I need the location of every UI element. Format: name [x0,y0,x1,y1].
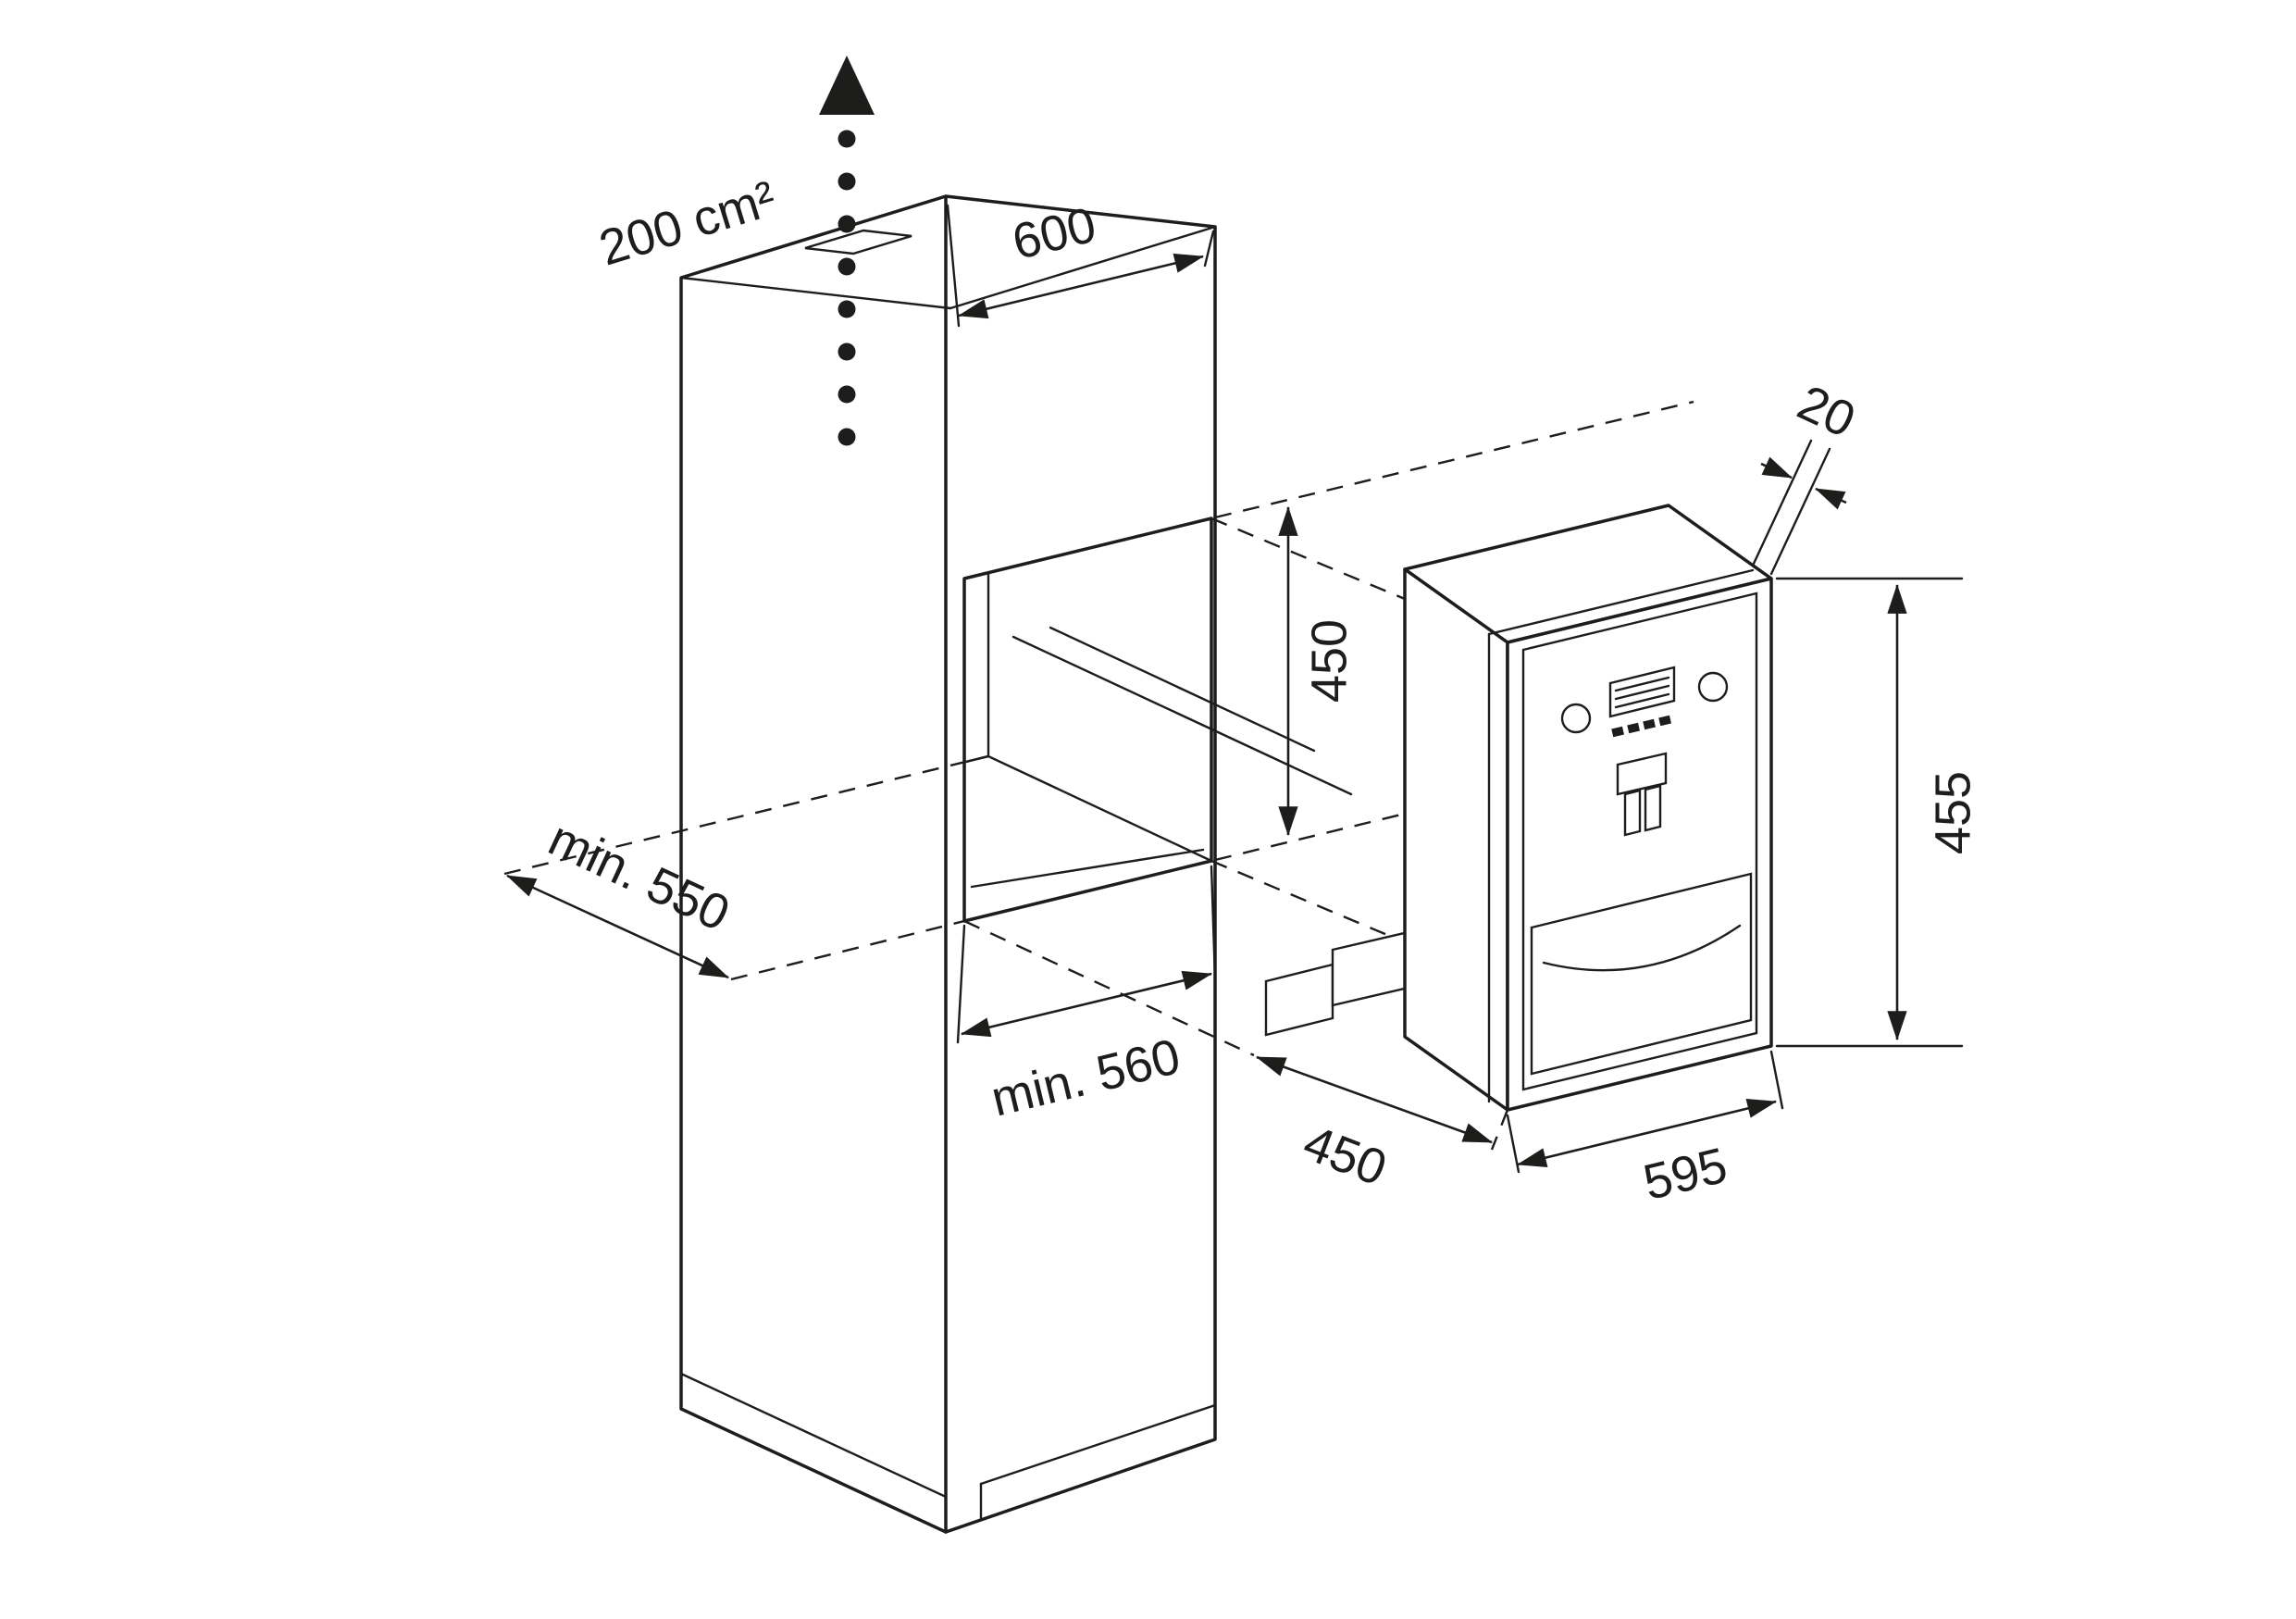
right-knob [1697,671,1729,703]
vent-dotted-flow [838,130,856,446]
tall-cabinet [679,194,1217,1534]
frame-gap-label: 20 [1790,375,1864,449]
niche-height-label: 450 [1301,619,1357,703]
appliance-width-label: 595 [1638,1138,1732,1211]
appliance-height-dimension: 455 [1775,577,1980,1048]
pullout-depth-label: 450 [1297,1115,1395,1196]
niche-height-dimension: 450 [1278,505,1357,837]
appliance-height-label: 455 [1925,771,1980,854]
left-knob [1560,703,1592,734]
drip-tray-door [1530,872,1753,1076]
vent-arrow-icon [819,56,875,115]
control-display [1608,666,1676,718]
button-row [1611,715,1671,738]
coffee-machine [1403,504,1773,1112]
frame-gap-dimension: 20 [1751,375,1864,576]
coffee-spout [1616,752,1668,837]
vent-slot [804,229,912,255]
